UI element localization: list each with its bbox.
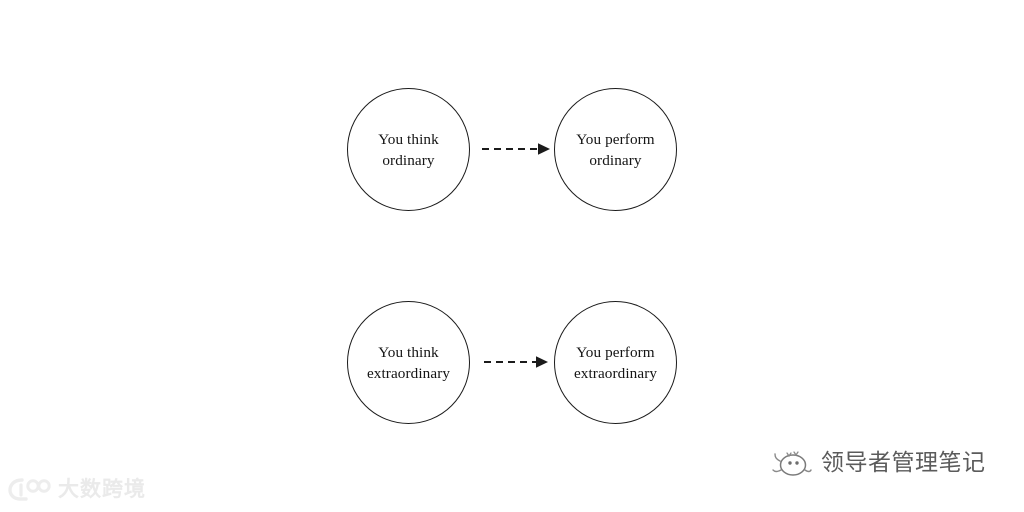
wechat-mascot-icon xyxy=(772,451,812,476)
node-perform-extraordinary-label: You perform extraordinary xyxy=(574,342,657,384)
dashuukuajing-logo-icon xyxy=(8,478,51,501)
node-perform-ordinary: You perform ordinary xyxy=(554,88,677,211)
node-label-line2: extraordinary xyxy=(573,364,658,382)
node-label-line2: ordinary xyxy=(589,151,642,169)
node-think-extraordinary: You think extraordinary xyxy=(347,301,470,424)
watermark-right-text: 领导者管理笔记 xyxy=(821,449,986,476)
node-label-line1: You perform xyxy=(576,130,655,148)
node-label-line1: You think xyxy=(378,343,439,361)
node-label-line2: ordinary xyxy=(382,151,435,169)
arrow-ordinary-head-icon xyxy=(538,143,550,155)
arrow-extraordinary-head-icon xyxy=(536,356,548,368)
node-think-ordinary: You think ordinary xyxy=(347,88,470,211)
node-label-line1: You perform xyxy=(576,343,655,361)
node-think-ordinary-label: You think ordinary xyxy=(378,129,439,171)
node-perform-ordinary-label: You perform ordinary xyxy=(576,129,654,171)
node-think-extraordinary-label: You think extraordinary xyxy=(367,342,450,384)
arrow-ordinary xyxy=(482,143,550,155)
arrow-extraordinary xyxy=(484,356,548,368)
node-perform-extraordinary: You perform extraordinary xyxy=(554,301,677,424)
node-label-line2: extraordinary xyxy=(366,364,451,382)
node-label-line1: You think xyxy=(378,130,439,148)
watermark-bottom-left: 大数跨境 xyxy=(8,476,146,502)
watermark-bottom-right: 领导者管理笔记 xyxy=(772,448,986,478)
watermark-left-text: 大数跨境 xyxy=(58,476,146,501)
